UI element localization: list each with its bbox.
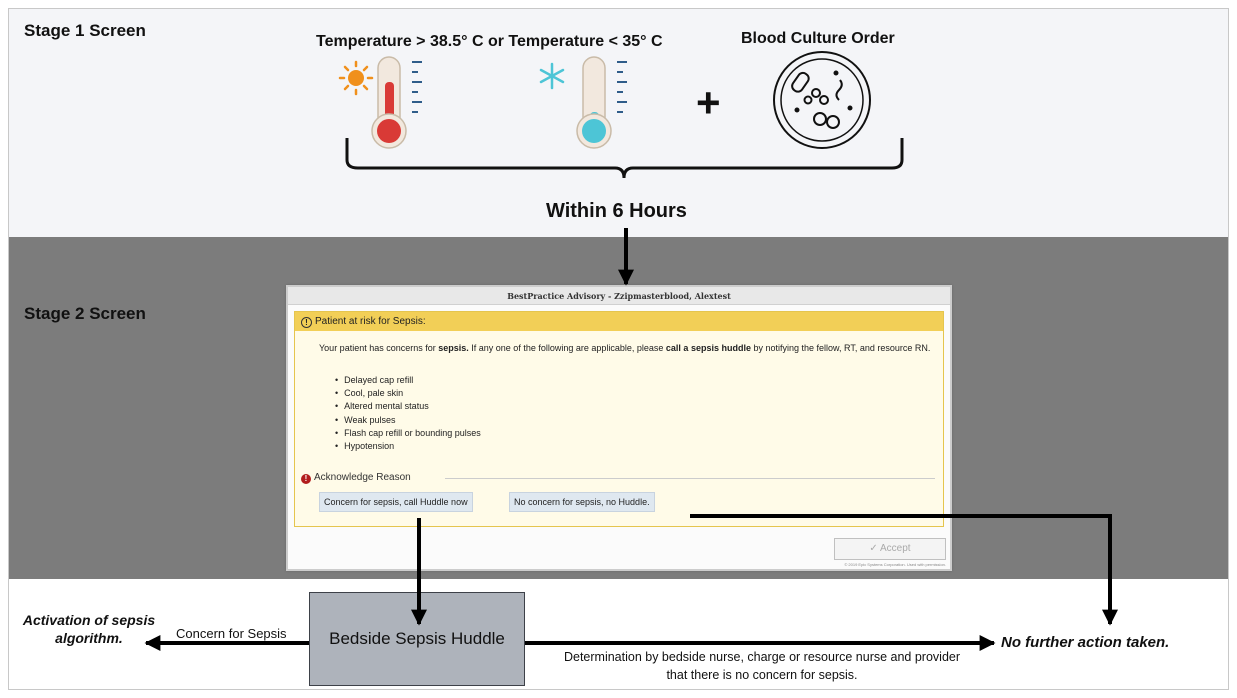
criteria-item: Hypotension [335, 440, 481, 453]
sepsis-criteria-list: Delayed cap refill Cool, pale skin Alter… [335, 374, 481, 453]
concern-huddle-button[interactable]: Concern for sepsis, call Huddle now [319, 492, 473, 512]
acknowledge-reason: !Acknowledge Reason [301, 472, 411, 484]
temperature-criteria-label: Temperature > 38.5° C or Temperature < 3… [316, 33, 663, 50]
bpa-dialog: BestPractice Advisory - Zzipmasterblood,… [286, 285, 952, 571]
alert-icon: ! [301, 474, 311, 484]
criteria-item: Flash cap refill or bounding pulses [335, 427, 481, 440]
bpa-content-box: !Patient at risk for Sepsis: Your patien… [294, 311, 944, 527]
bpa-message-bold-2: call a sepsis huddle [665, 343, 751, 353]
arrow-no-concern [690, 514, 1118, 626]
bpa-header-text: Patient at risk for Sepsis: [315, 316, 426, 327]
acknowledge-divider [445, 478, 935, 479]
no-further-action-label: No further action taken. [1001, 634, 1170, 651]
determination-label: Determination by bedside nurse, charge o… [563, 650, 961, 682]
stage2-title: Stage 2 Screen [24, 304, 146, 323]
stage1-title: Stage 1 Screen [24, 21, 146, 40]
snowflake-icon [539, 62, 565, 90]
criteria-item: Weak pulses [335, 414, 481, 427]
acknowledge-reason-label: Acknowledge Reason [314, 472, 411, 483]
bpa-header: !Patient at risk for Sepsis: [295, 312, 943, 331]
bpa-message-text-3: by notifying the fellow, RT, and resourc… [750, 343, 931, 353]
sun-icon [338, 60, 374, 96]
within-6-hours-label: Within 6 Hours [546, 200, 687, 222]
stage1-panel [9, 9, 1228, 237]
concern-for-sepsis-label: Concern for Sepsis [176, 626, 287, 641]
warning-icon: ! [301, 317, 312, 328]
accept-label: Accept [880, 543, 911, 554]
activation-label: Activation of sepsis algorithm. [22, 612, 156, 646]
bpa-message-bold-1: sepsis. [438, 343, 469, 353]
thermometer-hot-icon [371, 56, 422, 149]
thermometer-cold-icon [576, 56, 627, 149]
bpa-message-text-1: Your patient has concerns for [319, 343, 439, 353]
huddle-label: Bedside Sepsis Huddle [329, 629, 505, 648]
bpa-message: Your patient has concerns for sepsis. If… [319, 342, 931, 354]
criteria-item: Delayed cap refill [335, 374, 481, 387]
petri-dish-icon [773, 51, 871, 149]
no-concern-button[interactable]: No concern for sepsis, no Huddle. [509, 492, 655, 512]
accept-button[interactable]: ✓ Accept [834, 538, 946, 560]
copyright-note: © 2019 Epic Systems Corporation. Used wi… [844, 562, 946, 567]
bpa-title: BestPractice Advisory - Zzipmasterblood,… [288, 287, 950, 305]
bpa-message-text-2: If any one of the following are applicab… [468, 343, 666, 353]
criteria-item: Cool, pale skin [335, 387, 481, 400]
check-icon: ✓ [869, 543, 881, 554]
plus-sign: + [696, 79, 721, 126]
criteria-item: Altered mental status [335, 400, 481, 413]
within-6-hours-brace [345, 138, 904, 179]
stage3-panel [9, 579, 1228, 689]
blood-culture-label: Blood Culture Order [741, 30, 895, 47]
